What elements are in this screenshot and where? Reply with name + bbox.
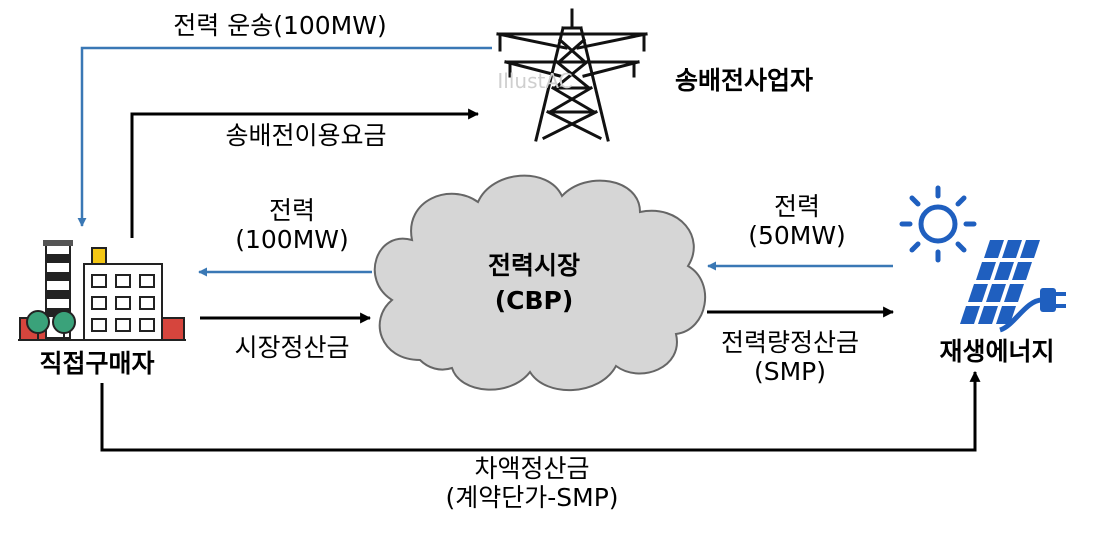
tso-label: 송배전사업자	[674, 66, 814, 95]
factory-icon	[18, 240, 186, 341]
energy-settlement-line1: 전력량정산금	[720, 328, 860, 357]
power-market-label: 전력시장 (CBP)	[487, 251, 581, 316]
arrow-difference-settlement	[100, 370, 981, 452]
transmission-label: 전력 운송(100MW)	[173, 11, 387, 40]
buyer-label: 직접구매자	[39, 349, 155, 378]
difference-settlement-line1: 차액정산금	[474, 454, 590, 483]
difference-settlement-line2: (계약단가-SMP)	[445, 482, 619, 512]
power-market-cloud	[373, 174, 706, 392]
power-to-buyer-line2: (100MW)	[235, 224, 349, 254]
arrow-network-fee	[130, 108, 480, 238]
power-to-buyer-line1: 전력	[268, 196, 316, 225]
power-market-name: 전력시장	[487, 251, 581, 280]
solar-panel-icon	[960, 240, 1066, 333]
power-market-abbr: (CBP)	[494, 285, 574, 315]
power-to-buyer-label: 전력 (100MW)	[235, 196, 349, 255]
energy-settlement-line2: (SMP)	[753, 356, 827, 386]
difference-settlement-label: 차액정산금 (계약단가-SMP)	[445, 454, 619, 513]
watermark-text: IllustAC	[497, 69, 572, 93]
network-fee-label: 송배전이용요금	[225, 121, 387, 150]
power-from-renewable-line2: (50MW)	[748, 220, 846, 250]
market-settlement-label: 시장정산금	[234, 333, 350, 362]
arrow-transmission	[77, 46, 492, 227]
power-from-renewable-line1: 전력	[773, 192, 821, 221]
transmission-tower-icon	[496, 8, 648, 142]
sun-icon	[899, 185, 977, 263]
energy-settlement-label: 전력량정산금 (SMP)	[720, 328, 860, 387]
power-from-renewable-label: 전력 (50MW)	[748, 192, 846, 251]
renewable-label: 재생에너지	[939, 337, 1055, 366]
